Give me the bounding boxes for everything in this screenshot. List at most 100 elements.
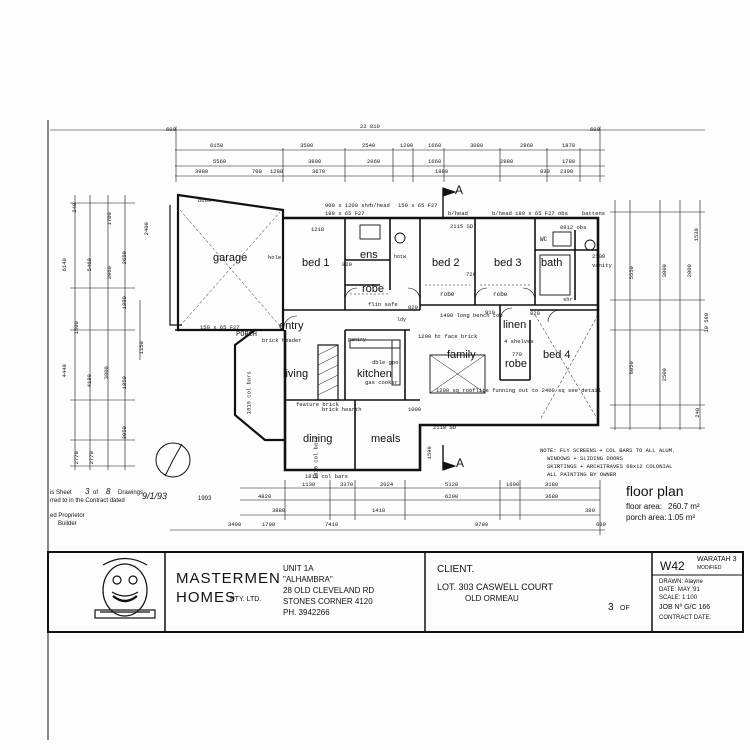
company-name-line2: HOMES	[176, 589, 237, 606]
top-dim: 1980	[435, 168, 449, 175]
door-swings	[282, 287, 561, 331]
top-dim: 1780	[562, 158, 576, 165]
left-dim: 1700	[105, 212, 113, 226]
bench-top-label: 1400 long bench top	[440, 312, 503, 319]
bottom-dim: 4820	[258, 493, 272, 500]
bottom-dim: 9780	[475, 521, 489, 528]
dim-label: 720	[466, 271, 476, 278]
right-dim: 240	[694, 407, 702, 418]
sheet-of: of	[93, 490, 99, 496]
bhead-obs-label: b/head 180 x 65 F27 obs	[492, 210, 568, 217]
top-dim: 2980	[500, 158, 514, 165]
client-locality: OLD ORMEAU	[465, 594, 519, 603]
room-bed-2: bed 2	[432, 257, 460, 269]
sheet-note: is Sheet	[50, 490, 72, 496]
col-bars-label: 1816 col bars	[312, 436, 320, 480]
sheet-note: rred to in the Contract dated	[50, 498, 125, 504]
top-dim: 600	[590, 126, 600, 133]
room-laundry: ldy	[397, 317, 407, 323]
room-pantry: pantry	[348, 337, 367, 343]
room-linen: linen	[503, 319, 527, 331]
fireplace	[317, 344, 339, 401]
face-brick-label: 1200 ht face brick	[418, 333, 478, 340]
porch-area-value: 1.05 m²	[668, 513, 696, 522]
top-dim: 1200	[400, 142, 414, 149]
top-dim: 700	[252, 168, 262, 175]
drawn-by: DRAWN: Alayne	[659, 579, 703, 585]
gas-cooker-label: gas cooker	[365, 379, 399, 386]
right-dim: 6050	[627, 361, 635, 375]
overall-dimension: 22 810	[360, 123, 380, 130]
right-dim: 2500	[660, 368, 668, 382]
bottom-dim: 1130	[302, 481, 316, 488]
left-dim: 3960	[105, 266, 113, 280]
top-dim: 5560	[213, 158, 227, 165]
flin-safe-label: flin safe	[368, 301, 398, 308]
top-dim: 1280	[270, 168, 284, 175]
bbox-label: bbox	[198, 197, 212, 204]
company-name-line1: MASTERMEN	[176, 570, 281, 587]
porch-area-label: porch area:	[626, 513, 667, 522]
top-dim: 600	[166, 126, 176, 133]
address-suburb: STONES CORNER 4120	[283, 597, 373, 606]
garage-walls	[176, 193, 285, 332]
client-lot: LOT. 303 CASWELL COURT	[437, 582, 554, 592]
top-dim: 3080	[470, 142, 484, 149]
left-dim: 240	[71, 202, 79, 213]
shelves-label: 4 shelves	[504, 338, 534, 345]
address-phone: PH. 3942266	[283, 608, 330, 617]
right-dim: 1530	[692, 228, 700, 242]
right-dim: 2000	[685, 264, 693, 278]
left-dim: 4440	[60, 364, 68, 378]
room-entry: entry	[279, 320, 304, 332]
left-dim: 2650	[120, 251, 128, 265]
sheet-note: Drawings	[118, 490, 144, 496]
top-dim: 3980	[195, 168, 209, 175]
left-dim: 3950	[120, 426, 128, 440]
left-dim: 2770	[87, 451, 95, 465]
floor-area-value: 260.7 m²	[668, 502, 700, 511]
left-dim-lines	[70, 195, 141, 470]
bhead-label: b/head	[448, 210, 468, 217]
bottom-dim: 7410	[325, 521, 339, 528]
top-dim: 2540	[362, 142, 376, 149]
dim-label: 2100	[592, 253, 606, 260]
note-line: SKIRTINGS + ARCHITRAVES 68x12 COLONIAL	[547, 463, 673, 470]
address-unit: UNIT 1A	[283, 564, 314, 573]
bottom-dim: 1700	[262, 521, 276, 528]
dim-label: 770	[512, 351, 522, 358]
brick-hearth-label: brick hearth	[322, 406, 362, 413]
client-label: CLIENT.	[437, 564, 475, 575]
room-porch: PORCH	[236, 331, 258, 339]
contract-date: 9/1/93	[142, 491, 168, 501]
top-dim: 3500	[300, 142, 314, 149]
brick-header-label: brick header	[262, 337, 302, 344]
plan-code: W42	[660, 559, 685, 573]
section-marker-top: A	[455, 183, 464, 197]
bhead-label: b/head	[370, 202, 390, 209]
left-dim: 5460	[85, 258, 93, 272]
col-bars-label: 1818 col bars	[305, 473, 348, 480]
bottom-dim: 5120	[445, 481, 459, 488]
bottom-dim: 380	[585, 507, 595, 514]
note-line: NOTE: FLY SCREENS + COL BARS TO ALL ALUM…	[540, 447, 676, 454]
bottom-dim: 3400	[228, 521, 242, 528]
page-number: 3	[608, 602, 614, 613]
glass-label: 1599	[425, 446, 433, 460]
floor-area-label: floor area:	[626, 502, 663, 511]
left-dim: 1850	[120, 376, 128, 390]
obs-label: 0912 obs	[560, 224, 587, 231]
rooflite	[429, 354, 486, 394]
bottom-dim: 3180	[545, 481, 559, 488]
bottom-dim: 600	[596, 521, 606, 528]
address-street: 28 OLD CLEVELAND RD	[283, 586, 375, 595]
top-dim: 1660	[428, 142, 442, 149]
hole-label: hole	[268, 254, 282, 261]
builder-label: Builder	[58, 521, 77, 527]
room-garage: garage	[213, 252, 248, 264]
room-wc: WC	[540, 236, 548, 243]
dim-label: 1218	[311, 226, 325, 233]
room-robe-3: robe	[493, 291, 508, 298]
